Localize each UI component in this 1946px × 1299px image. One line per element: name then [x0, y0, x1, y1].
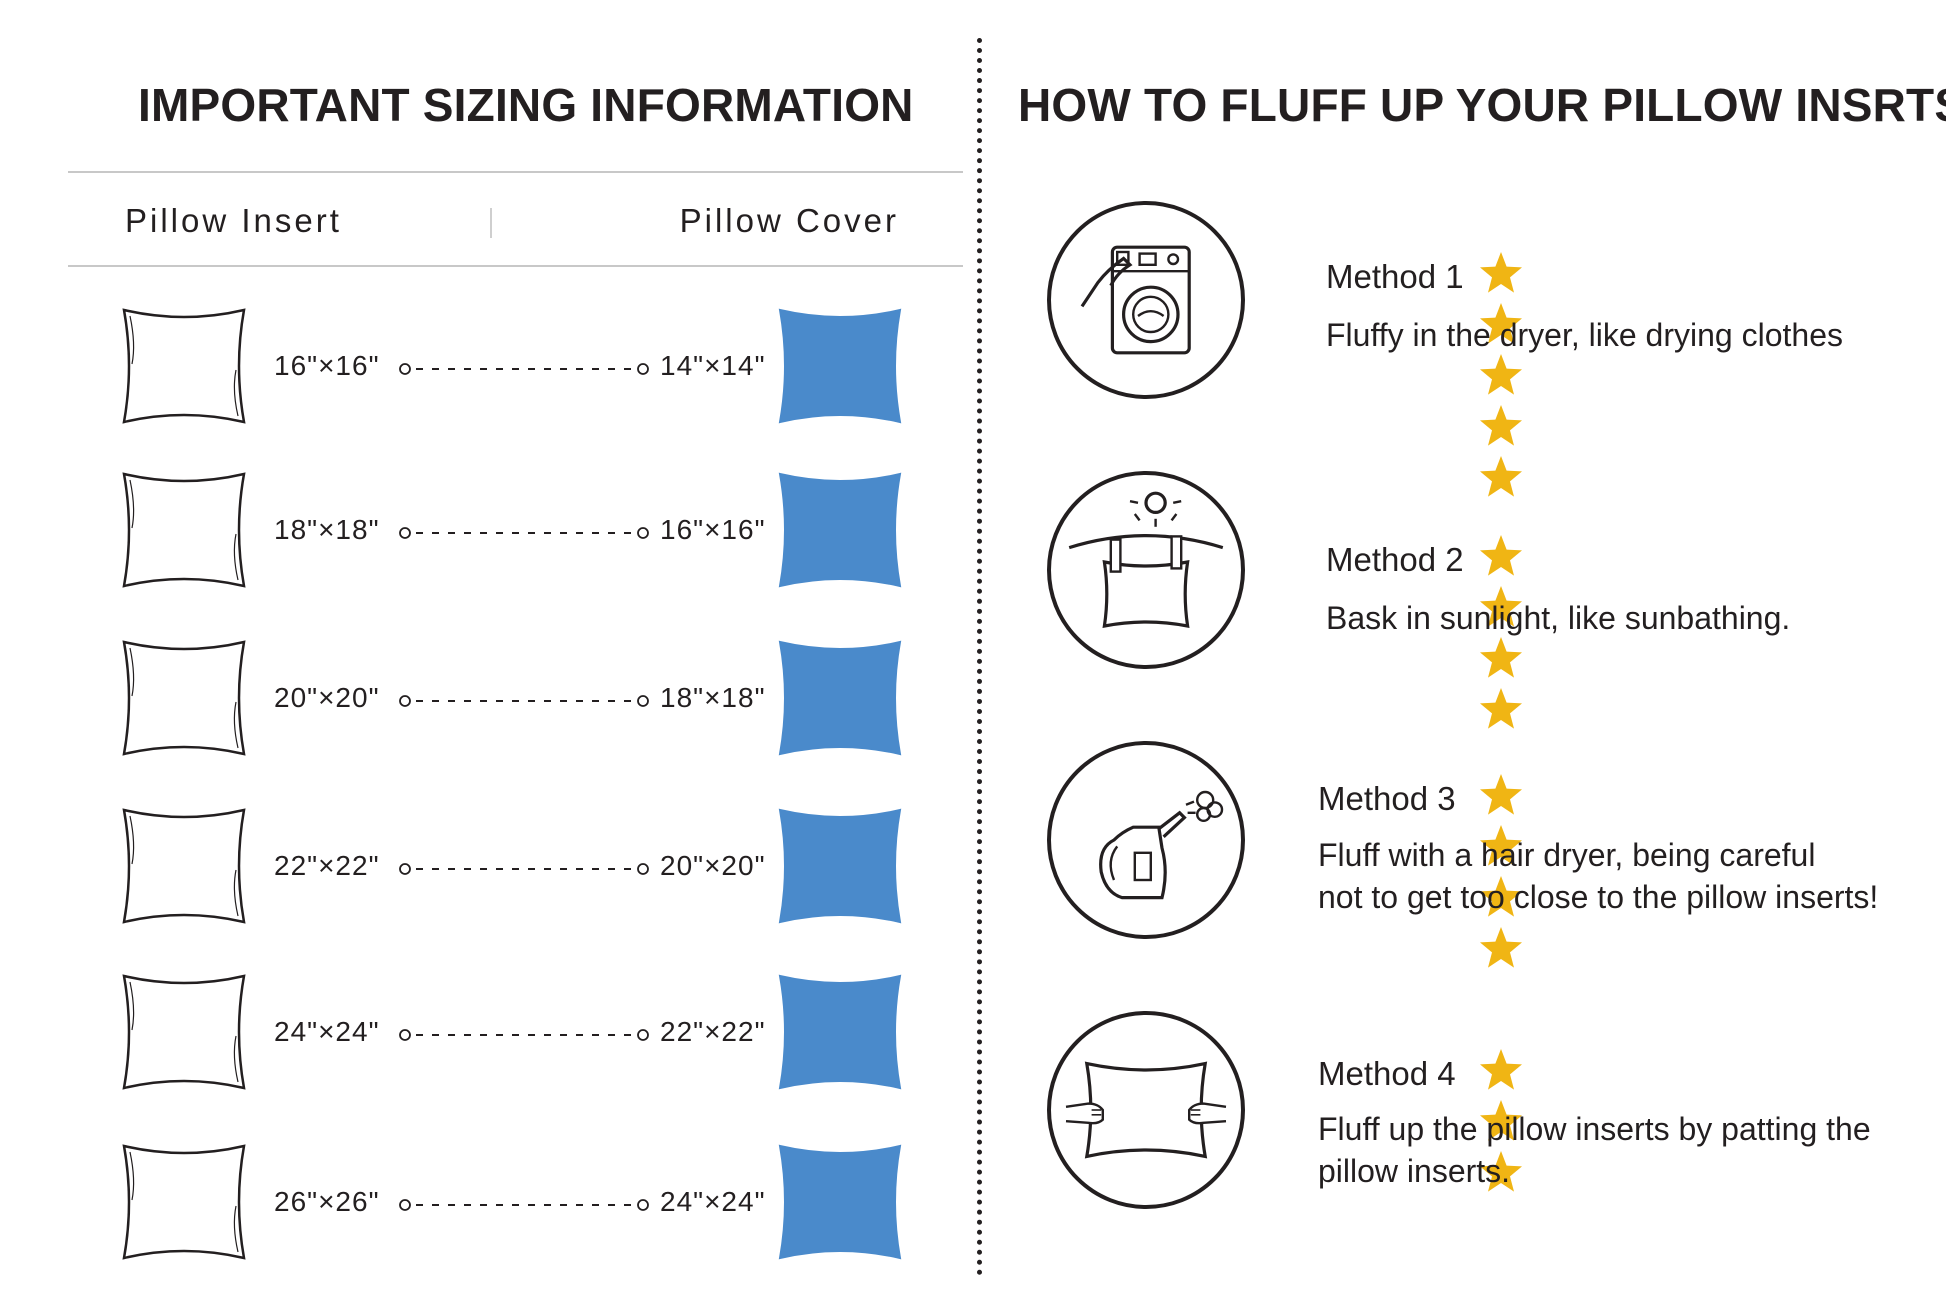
- steamer-icon: [1047, 741, 1245, 939]
- star-icon: [1480, 354, 1522, 395]
- size-row: 24"×24" 22"×22": [0, 970, 960, 1100]
- star-icon: [1480, 535, 1522, 576]
- insert-pillow-icon: [122, 1144, 246, 1260]
- size-row: 22"×22" 20"×20": [0, 804, 960, 934]
- star-icon: [1480, 774, 1522, 815]
- insert-pillow-icon: [122, 808, 246, 924]
- cover-pillow-icon: [779, 641, 901, 755]
- cover-size: 24"×24": [660, 1186, 766, 1217]
- method-description-line-1: Fluff with a hair dryer, being careful: [1318, 837, 1816, 873]
- rating-stars: [1478, 1047, 1534, 1192]
- cover-pillow-icon: [779, 975, 901, 1089]
- insert-size: 18"×18": [274, 514, 380, 545]
- column-header-insert: Pillow Insert: [125, 202, 342, 239]
- method-description-line-1: Fluff up the pillow inserts by patting t…: [1318, 1111, 1871, 1147]
- header-top-rule: [68, 171, 963, 173]
- star-icon: [1480, 405, 1522, 446]
- sizing-title: IMPORTANT SIZING INFORMATION: [138, 79, 914, 131]
- hands-pillow-icon: [1047, 1011, 1245, 1209]
- rating-stars: [1478, 533, 1534, 729]
- cover-size: 16"×16": [660, 514, 766, 545]
- size-connector: [399, 1199, 649, 1211]
- cover-size: 20"×20": [660, 850, 766, 881]
- insert-size: 20"×20": [274, 682, 380, 713]
- cover-pillow-icon: [779, 473, 901, 587]
- section-divider: [977, 38, 982, 1276]
- cover-size: 18"×18": [660, 682, 766, 713]
- star-icon: [1480, 1049, 1522, 1090]
- method-description-line-2: not to get too close to the pillow inser…: [1318, 879, 1879, 915]
- star-icon: [1480, 637, 1522, 678]
- fluff-title: HOW TO FLUFF UP YOUR PILLOW INSRTS: [1018, 79, 1946, 131]
- method-description: Fluff with a hair dryer, being careful no…: [1318, 834, 1878, 918]
- cover-size: 14"×14": [660, 350, 766, 381]
- size-row: 16"×16" 14"×14": [0, 304, 960, 434]
- method-description: Fluffy in the dryer, like drying clothes: [1326, 314, 1843, 356]
- insert-size: 22"×22": [274, 850, 380, 881]
- washing-machine-icon: [1047, 201, 1245, 399]
- method-description-line-1: Bask in sunlight, like sunbathing.: [1326, 600, 1791, 636]
- size-connector: [399, 695, 649, 707]
- insert-size: 24"×24": [274, 1016, 380, 1047]
- size-connector: [399, 363, 649, 375]
- method-title: Method 3: [1318, 780, 1456, 817]
- column-header-cover: Pillow Cover: [679, 202, 899, 239]
- rating-stars: [1478, 772, 1534, 968]
- star-icon: [1480, 252, 1522, 293]
- method-description: Bask in sunlight, like sunbathing.: [1326, 597, 1790, 639]
- method-title: Method 1: [1326, 258, 1464, 295]
- method-description-line-2: pillow inserts.: [1318, 1153, 1511, 1189]
- cover-pillow-icon: [779, 309, 901, 423]
- size-row: 20"×20" 18"×18": [0, 636, 960, 766]
- insert-pillow-icon: [122, 308, 246, 424]
- insert-pillow-icon: [122, 472, 246, 588]
- star-icon: [1480, 688, 1522, 729]
- star-icon: [1480, 456, 1522, 497]
- insert-pillow-icon: [122, 640, 246, 756]
- size-connector: [399, 527, 649, 539]
- method-description-line-1: Fluffy in the dryer, like drying clothes: [1326, 317, 1843, 353]
- size-row: 26"×26" 24"×24": [0, 1140, 960, 1270]
- column-separator: [490, 208, 492, 238]
- header-bottom-rule: [68, 265, 963, 267]
- cover-pillow-icon: [779, 1145, 901, 1259]
- cover-pillow-icon: [779, 809, 901, 923]
- insert-size: 26"×26": [274, 1186, 380, 1217]
- method-title: Method 2: [1326, 541, 1464, 578]
- size-connector: [399, 863, 649, 875]
- method-description: Fluff up the pillow inserts by patting t…: [1318, 1108, 1871, 1192]
- size-row: 18"×18" 16"×16": [0, 468, 960, 598]
- rating-stars: [1478, 250, 1534, 497]
- sun-clothesline-icon: [1047, 471, 1245, 669]
- cover-size: 22"×22": [660, 1016, 766, 1047]
- insert-size: 16"×16": [274, 350, 380, 381]
- insert-pillow-icon: [122, 974, 246, 1090]
- size-connector: [399, 1029, 649, 1041]
- method-title: Method 4: [1318, 1055, 1456, 1092]
- star-icon: [1480, 927, 1522, 968]
